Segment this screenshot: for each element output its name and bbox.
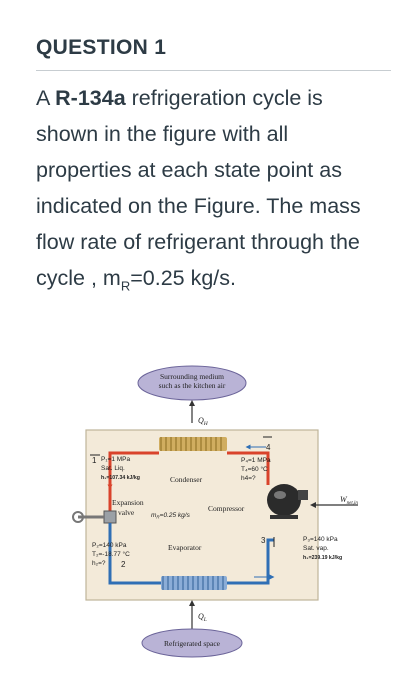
state1-line1: P₁=1 MPa (101, 456, 130, 463)
condenser-coil (159, 437, 227, 451)
surrounding-label-line2: such as the kitchen air (159, 381, 226, 390)
qh-label: QH (198, 416, 209, 427)
condenser-pipe (108, 451, 270, 515)
flow-rate-label: mR=0.25 kg/s (151, 512, 191, 520)
surrounding-medium-cloud: Surrounding medium such as the kitchen a… (137, 365, 247, 401)
compressor (266, 478, 308, 519)
mass-flow-value: =0.25 kg/s. (130, 266, 236, 290)
condenser-label: Condenser (170, 475, 203, 484)
state3-line3: h₃=239.19 kJ/kg (303, 555, 342, 561)
refrigerant-name: R-134a (55, 86, 126, 110)
state3-line1: P₃=140 kPa (303, 536, 338, 543)
evaporator-pipe (108, 523, 274, 585)
heading-divider (36, 70, 391, 71)
expansion-valve (72, 510, 117, 524)
state4-number: 4 (266, 443, 271, 452)
state2-line2: T₂=-18.77 °C (92, 550, 130, 558)
ql-label: QL (198, 612, 207, 623)
question-text: A R-134a refrigeration cycle is shown in… (36, 80, 386, 304)
refrigerated-space-cloud: Refrigerated space (141, 628, 243, 658)
evaporator-label: Evaporator (168, 543, 202, 552)
cycle-diagram: Surrounding medium such as the kitchen a… (72, 365, 358, 658)
refrigeration-cycle-figure: Surrounding medium such as the kitchen a… (58, 365, 378, 665)
state1-line2: Sat. Liq. (101, 465, 125, 472)
refrigerated-label: Refrigerated space (164, 639, 221, 648)
state4-line2: T₄=60 °C (241, 465, 268, 473)
state3-line2: Sat. vap. (303, 545, 329, 552)
state2-number: 2 (121, 560, 126, 569)
evaporator-coil (161, 576, 227, 590)
mass-flow-subscript: R (120, 278, 131, 294)
state1-line3: h₁=107.34 kJ/kg (101, 475, 140, 481)
state2-line3: h₂=? (92, 560, 106, 567)
expansion-label-line2: valve (118, 508, 135, 517)
question-intro-a: A (36, 86, 56, 110)
surrounding-label-line1: Surrounding medium (160, 372, 224, 381)
state4-line3: h4=? (241, 475, 256, 482)
state3-number: 3 (261, 536, 266, 545)
compressor-label: Compressor (208, 504, 245, 513)
state4-line1: P₄=1 MPa (241, 457, 271, 464)
question-heading: QUESTION 1 (36, 36, 167, 59)
work-label: Wnet,in (340, 495, 358, 506)
state1-number: 1 (92, 456, 97, 465)
expansion-label-line1: Expansion (112, 498, 144, 507)
question-intro-b: refrigeration cycle is shown in the figu… (36, 86, 361, 290)
state2-line1: P₂=140 kPa (92, 542, 127, 549)
